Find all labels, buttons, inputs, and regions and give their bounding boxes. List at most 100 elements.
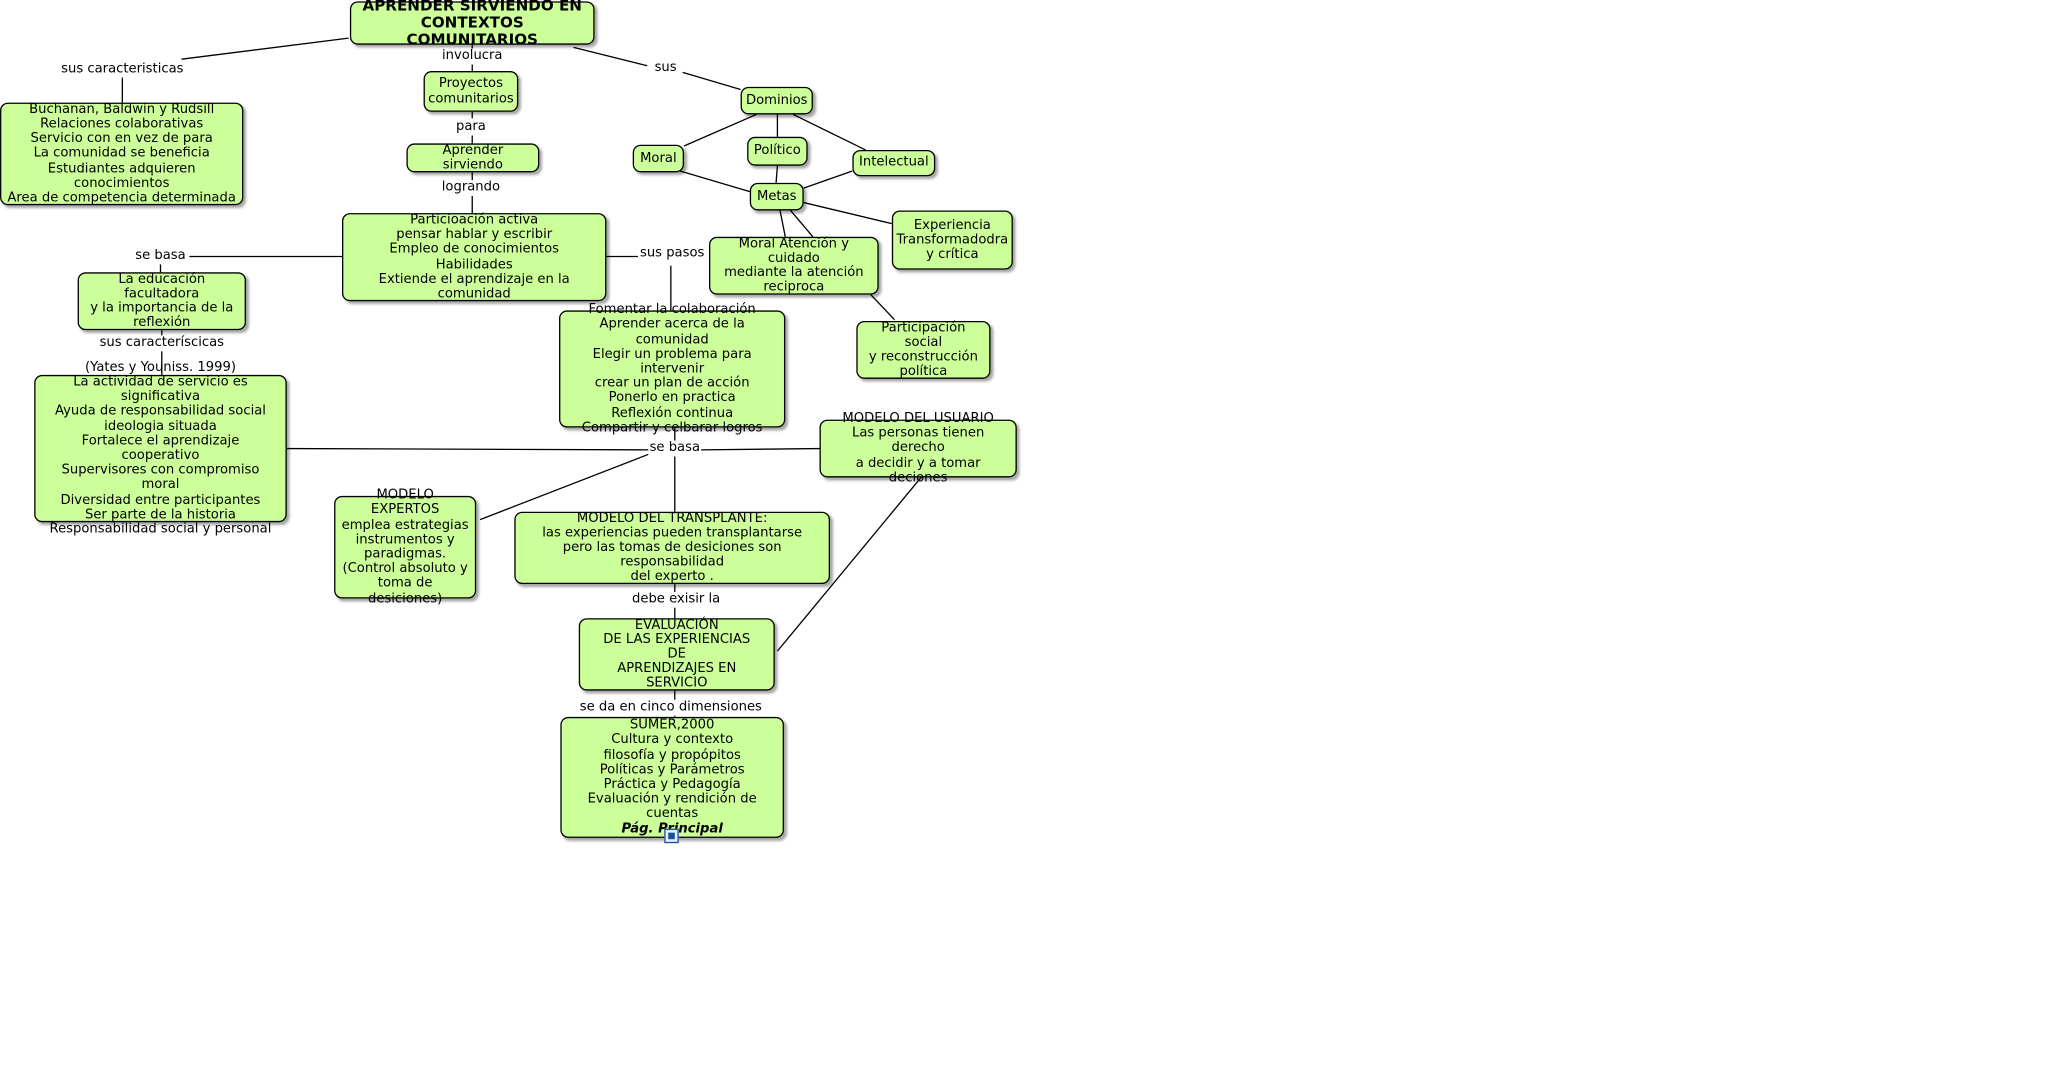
concept-node-aprender[interactable]: Aprender sirviendo bbox=[406, 143, 540, 173]
node-text-line: MODELO DEL USUARIO bbox=[842, 411, 994, 427]
node-text-line: Ser parte de la historia bbox=[84, 507, 236, 522]
node-text-line: Cultura y contexto bbox=[611, 733, 734, 748]
node-text-line: filosofía y propópitos bbox=[603, 747, 741, 763]
node-text-line: Participación social bbox=[881, 320, 966, 350]
link-label-logrando: logrando bbox=[440, 180, 502, 196]
node-text-line: La educación facultadora bbox=[118, 271, 206, 301]
concept-node-politico[interactable]: Político bbox=[747, 136, 808, 166]
connector-line bbox=[803, 170, 853, 189]
node-text-line: y la importancia de la bbox=[90, 301, 234, 316]
connector-line bbox=[682, 71, 741, 91]
node-text-line: Responsabilidad social y personal bbox=[49, 522, 272, 537]
node-text-line: Moral Atención y cuidado bbox=[738, 236, 849, 266]
node-text-line: a decidir y a tomar deciones bbox=[855, 455, 981, 486]
link-label-involucra: involucra bbox=[440, 48, 504, 65]
concept-node-dominios[interactable]: Dominios bbox=[740, 86, 813, 115]
node-text-line: Práctica y Pedagogía bbox=[603, 777, 741, 792]
node-text-line: Relaciones colaborativas bbox=[40, 117, 204, 132]
node-text-line: Metas bbox=[756, 189, 797, 204]
node-text-line: pero las tomas de desiciones son respons… bbox=[562, 540, 782, 570]
node-text-line: Area de competencia determinada bbox=[7, 190, 236, 206]
connector-line bbox=[181, 37, 349, 60]
node-text-line: Político bbox=[753, 143, 801, 159]
concept-node-yates[interactable]: (Yates y Youniss. 1999)La actividad de s… bbox=[34, 360, 287, 537]
concept-node-intelectual[interactable]: Intelectual bbox=[852, 149, 936, 177]
node-text-line: y reconstrucción bbox=[868, 349, 978, 365]
link-label-cinco-dimensiones: se da en cinco dimensiones bbox=[578, 699, 764, 716]
link-label-sus-caracteriscicas: sus caracteríscicas bbox=[98, 335, 226, 352]
node-text-line: instrumentos y bbox=[355, 532, 455, 547]
node-text-line: APRENDER SIRVIENDO EN bbox=[362, 0, 582, 15]
connector-line bbox=[803, 201, 892, 225]
node-text-line: toma de desiciones) bbox=[367, 576, 443, 606]
node-text-line: Dominios bbox=[745, 93, 808, 108]
node-text-line: Evaluación y rendición de cuentas bbox=[587, 792, 757, 822]
link-label-para: para bbox=[454, 119, 488, 136]
connector-line bbox=[792, 113, 866, 151]
node-text-line: Extiende el aprendizaje en la comunidad bbox=[378, 271, 570, 302]
node-text-line: Aprender acerca de la comunidad bbox=[599, 317, 745, 347]
node-text-line: paradigmas. bbox=[364, 547, 447, 562]
node-text-line: DE LAS EXPERIENCIAS bbox=[603, 632, 751, 647]
node-text-line: Diversidad entre participantes bbox=[60, 492, 261, 508]
node-text-line: Reflexión continua bbox=[611, 405, 734, 421]
node-text-line: reflexión bbox=[133, 315, 191, 331]
link-label-sus: sus bbox=[653, 60, 678, 77]
resource-link-icon[interactable] bbox=[664, 828, 679, 844]
concept-node-moral[interactable]: Moral bbox=[632, 144, 685, 173]
connector-line bbox=[790, 210, 814, 238]
node-text-line: La actividad de servicio es significativ… bbox=[73, 374, 248, 405]
concept-node-metas[interactable]: Metas bbox=[749, 182, 804, 211]
connector-line bbox=[779, 210, 786, 237]
node-text-line: EVALUACIÓN bbox=[634, 617, 719, 633]
node-text-line: Buchanan, Baldwin y Rudsill bbox=[29, 102, 215, 117]
node-text-line: MODELO EXPERTOS bbox=[370, 488, 440, 518]
node-text-line: Servicio con en vez de para bbox=[30, 131, 213, 147]
node-text-line: MODELO DEL TRANSPLANTE: bbox=[576, 511, 768, 526]
connector-line bbox=[776, 475, 923, 652]
node-text-line: (Control absoluto y bbox=[342, 561, 468, 577]
connector-line bbox=[775, 165, 779, 183]
node-text-line: Proyectos bbox=[438, 76, 503, 92]
node-text-line: (Yates y Youniss. 1999) bbox=[84, 360, 236, 375]
connector-line bbox=[479, 453, 651, 521]
node-text-line: del experto . bbox=[630, 569, 714, 585]
link-label-debe-exisir: debe exisir la bbox=[630, 591, 722, 608]
node-text-line: Empleo de conocimientos bbox=[389, 242, 559, 257]
link-label-se-basa-left: se basa bbox=[133, 248, 188, 265]
node-text-line: Fortalece el aprendizaje cooperativo bbox=[81, 433, 240, 464]
node-text-line: Fomentar la colaboración bbox=[588, 302, 756, 318]
node-text-line: emplea estrategias bbox=[341, 517, 469, 533]
concept-node-transplante[interactable]: MODELO DEL TRANSPLANTE:las experiencias … bbox=[514, 511, 831, 585]
link-label-sus-caracteristicas: sus caracteristicas bbox=[59, 61, 185, 78]
node-text-line: reciproca bbox=[763, 280, 825, 295]
node-text-line: crear un plan de acción bbox=[594, 376, 750, 391]
node-text-line: ideologia situada bbox=[104, 419, 217, 434]
connector-line bbox=[683, 113, 757, 147]
node-text-line: Elegir un problema para intervenir bbox=[592, 346, 752, 377]
connector-line bbox=[573, 46, 648, 67]
node-text-line: CONTEXTOS COMUNITARIOS bbox=[406, 13, 538, 49]
node-text-line: DE bbox=[667, 647, 687, 662]
node-text-line: Aprender sirviendo bbox=[442, 143, 504, 173]
node-text-line: Ayuda de responsabilidad social bbox=[55, 404, 266, 419]
link-label-se-basa-center: se basa bbox=[648, 440, 702, 457]
connector-line bbox=[870, 294, 895, 321]
node-text-line: Intelectual bbox=[858, 155, 929, 171]
node-text-line: Particioación activa bbox=[410, 212, 539, 228]
node-text-line: y crítica bbox=[926, 247, 979, 262]
